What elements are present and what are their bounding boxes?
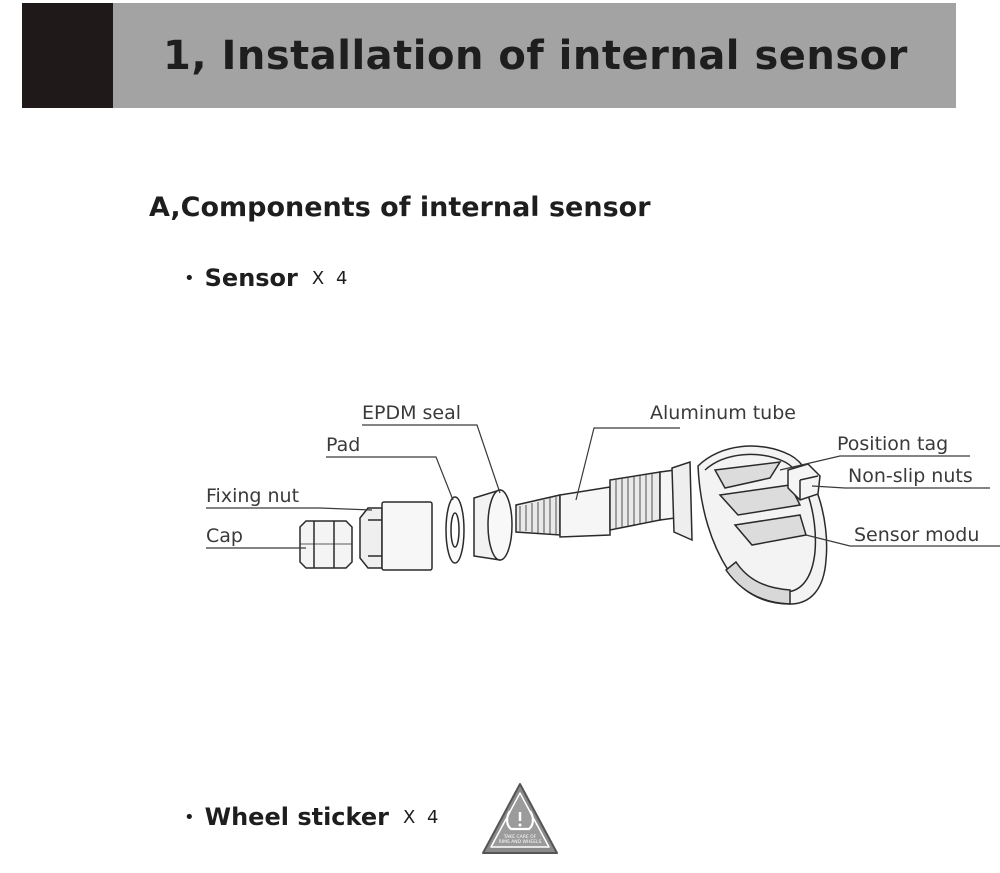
component-quantity: X 4 (402, 806, 439, 828)
component-item-wheel-sticker: • Wheel sticker X 4 (184, 803, 438, 831)
label-aluminum-tube: Aluminum tube (650, 402, 796, 424)
label-sensor-module: Sensor modu (854, 524, 979, 546)
label-position-tag: Position tag (837, 433, 948, 455)
component-quantity: X 4 (311, 267, 348, 289)
pad-part (445, 496, 465, 564)
label-fixing-nut: Fixing nut (206, 485, 299, 507)
aluminum-tube-part (515, 460, 693, 542)
wheel-sticker-image: TAKE CARE OF RIMS AND WHEELS (482, 783, 558, 854)
bullet-icon: • (184, 267, 195, 289)
cap-part (299, 520, 353, 569)
component-item-sensor: • Sensor X 4 (184, 264, 347, 292)
header-accent-block (22, 3, 113, 108)
sticker-text-line2: RIMS AND WHEELS (499, 839, 542, 845)
epdm-seal-part (473, 488, 513, 561)
tire-pressure-warning-icon (506, 810, 534, 831)
sensor-exploded-diagram: EPDM seal Pad Fixing nut Cap Aluminum tu… (206, 402, 1000, 605)
sticker-text-line1: TAKE CARE OF (503, 834, 537, 840)
component-name: Sensor (204, 264, 298, 292)
label-cap: Cap (206, 525, 243, 547)
section-heading: A,Components of internal sensor (149, 192, 651, 223)
label-pad: Pad (326, 434, 360, 456)
label-non-slip-nuts: Non-slip nuts (848, 465, 973, 487)
label-epdm-seal: EPDM seal (362, 402, 461, 424)
header-band: 1, Installation of internal sensor (22, 3, 956, 108)
bullet-icon: • (184, 806, 195, 828)
component-name: Wheel sticker (204, 803, 389, 831)
page-title: 1, Installation of internal sensor (163, 33, 908, 79)
fixing-nut-part (359, 501, 433, 571)
